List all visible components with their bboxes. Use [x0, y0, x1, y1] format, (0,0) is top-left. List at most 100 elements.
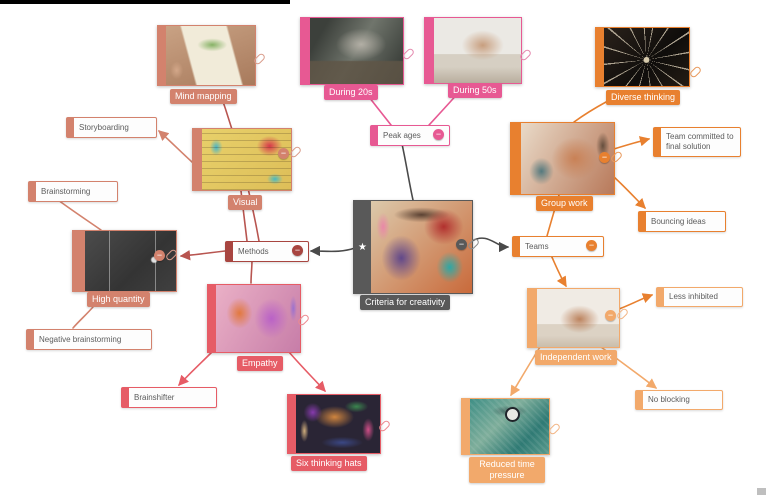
resize-handle	[757, 488, 766, 495]
connector-independent-less-inhibited	[618, 293, 654, 310]
node-group-work[interactable]	[510, 122, 615, 195]
caption-visual[interactable]: Visual	[228, 195, 263, 210]
photo-paintbrushes	[371, 201, 472, 293]
connector-empathy-six-hats	[288, 351, 326, 392]
node-brainstorming[interactable]: Brainstorming	[28, 181, 118, 202]
connector-methods-high-quantity	[179, 250, 226, 261]
collapse-button-independent-work[interactable]: −	[605, 310, 616, 321]
node-methods[interactable]: Methods	[225, 241, 309, 262]
node-peak-ages[interactable]: Peak ages	[370, 125, 450, 146]
photo-visual	[202, 129, 291, 190]
node-less-inhibited[interactable]: Less inhibited	[656, 287, 743, 307]
node-high-quantity[interactable]	[72, 230, 177, 292]
during-20s-color-bar	[301, 18, 310, 84]
collapse-button-methods[interactable]: −	[292, 245, 303, 256]
photo-high-quantity	[85, 231, 176, 291]
node-during-50s[interactable]	[424, 17, 522, 84]
node-team-committed[interactable]: Team committed to final solution	[653, 127, 741, 157]
top-edge-bar	[0, 0, 290, 4]
connector-methods-empathy	[250, 259, 253, 284]
node-teams[interactable]: Teams	[512, 236, 604, 257]
collapse-button-visual[interactable]: −	[278, 148, 289, 159]
collapse-button-high-quantity[interactable]: −	[154, 250, 165, 261]
node-central[interactable]: ★	[353, 200, 473, 294]
caption-empathy[interactable]: Empathy	[237, 356, 283, 371]
peak-ages-label: Peak ages	[383, 130, 421, 140]
reduced-time-color-bar	[462, 399, 470, 454]
collapse-button-group-work[interactable]: −	[599, 152, 610, 163]
teams-color-bar	[513, 237, 520, 256]
photo-six-thinking-hats	[296, 395, 380, 453]
connector-teams-independent	[550, 254, 567, 288]
node-diverse-thinking[interactable]	[595, 27, 690, 87]
collapse-button-peak-ages[interactable]: −	[433, 129, 444, 140]
caption-high-quantity[interactable]: High quantity	[87, 292, 150, 307]
caption-during-50s[interactable]: During 50s	[448, 83, 502, 98]
node-bouncing-ideas[interactable]: Bouncing ideas	[638, 211, 726, 232]
six-hats-color-bar	[288, 395, 296, 453]
node-storyboarding[interactable]: Storyboarding	[66, 117, 157, 138]
caption-independent-work[interactable]: Independent work	[535, 350, 617, 365]
team-committed-label: Team committed to final solution	[666, 132, 734, 151]
collapse-button-teams[interactable]: −	[586, 240, 597, 251]
star-icon: ★	[358, 241, 367, 253]
caption-diverse-thinking[interactable]: Diverse thinking	[606, 90, 681, 105]
caption-mind-mapping[interactable]: Mind mapping	[170, 89, 237, 104]
caption-group-work[interactable]: Group work	[536, 196, 593, 211]
storyboarding-color-bar	[67, 118, 74, 137]
teams-label: Teams	[525, 241, 549, 251]
no-blocking-color-bar	[636, 391, 643, 409]
caption-reduced-time-pressure[interactable]: Reduced time pressure	[469, 457, 545, 483]
photo-group-work	[521, 123, 614, 194]
photo-during-50s	[434, 18, 521, 83]
mind-mapping-color-bar	[158, 26, 166, 85]
caption-during-20s[interactable]: During 20s	[324, 85, 378, 100]
connector-center-teams	[471, 237, 510, 253]
empathy-color-bar	[208, 285, 216, 352]
methods-color-bar	[226, 242, 233, 261]
less-inhibited-color-bar	[657, 288, 664, 306]
connector-high-quantity-negative	[72, 306, 94, 329]
diverse-thinking-color-bar	[596, 28, 604, 86]
node-brainshifter[interactable]: Brainshifter	[121, 387, 217, 408]
node-visual[interactable]	[192, 128, 292, 191]
central-color-bar: ★	[354, 201, 371, 293]
node-no-blocking[interactable]: No blocking	[635, 390, 723, 410]
node-reduced-time-pressure[interactable]	[461, 398, 550, 455]
brainshifter-color-bar	[122, 388, 129, 407]
node-empathy[interactable]	[207, 284, 301, 353]
node-six-thinking-hats[interactable]	[287, 394, 381, 454]
brainshifter-label: Brainshifter	[134, 392, 175, 402]
node-mind-mapping[interactable]	[157, 25, 256, 86]
node-negative-brainstorming[interactable]: Negative brainstorming	[26, 329, 152, 350]
group-work-color-bar	[511, 123, 521, 194]
photo-mind-mapping	[166, 26, 255, 85]
methods-label: Methods	[238, 246, 269, 256]
caption-six-thinking-hats[interactable]: Six thinking hats	[291, 456, 367, 471]
during-50s-color-bar	[425, 18, 434, 83]
visual-color-bar	[193, 129, 202, 190]
connector-center-methods	[309, 245, 356, 257]
connector-group-team-committed	[613, 136, 651, 150]
photo-diverse-thinking	[604, 28, 689, 86]
peak-ages-color-bar	[371, 126, 378, 145]
photo-reduced-time-pressure	[470, 399, 549, 454]
bouncing-ideas-color-bar	[639, 212, 646, 231]
brainstorming-label: Brainstorming	[41, 186, 91, 196]
team-committed-color-bar	[654, 128, 661, 156]
brainstorming-color-bar	[29, 182, 36, 201]
connector-high-quantity-brainstorming	[57, 199, 102, 231]
connector-group-diverse	[573, 101, 607, 123]
caption-central[interactable]: Criteria for creativity	[360, 295, 451, 310]
photo-during-20s	[310, 18, 403, 84]
negative-brainstorming-label: Negative brainstorming	[39, 334, 122, 344]
no-blocking-label: No blocking	[648, 395, 690, 405]
node-during-20s[interactable]	[300, 17, 404, 85]
photo-empathy	[216, 285, 300, 352]
connector-center-peak-ages	[401, 143, 414, 201]
independent-work-color-bar	[528, 289, 537, 347]
high-quantity-color-bar	[73, 231, 85, 291]
clock-icon	[504, 406, 520, 422]
collapse-button-central[interactable]: −	[456, 239, 467, 250]
